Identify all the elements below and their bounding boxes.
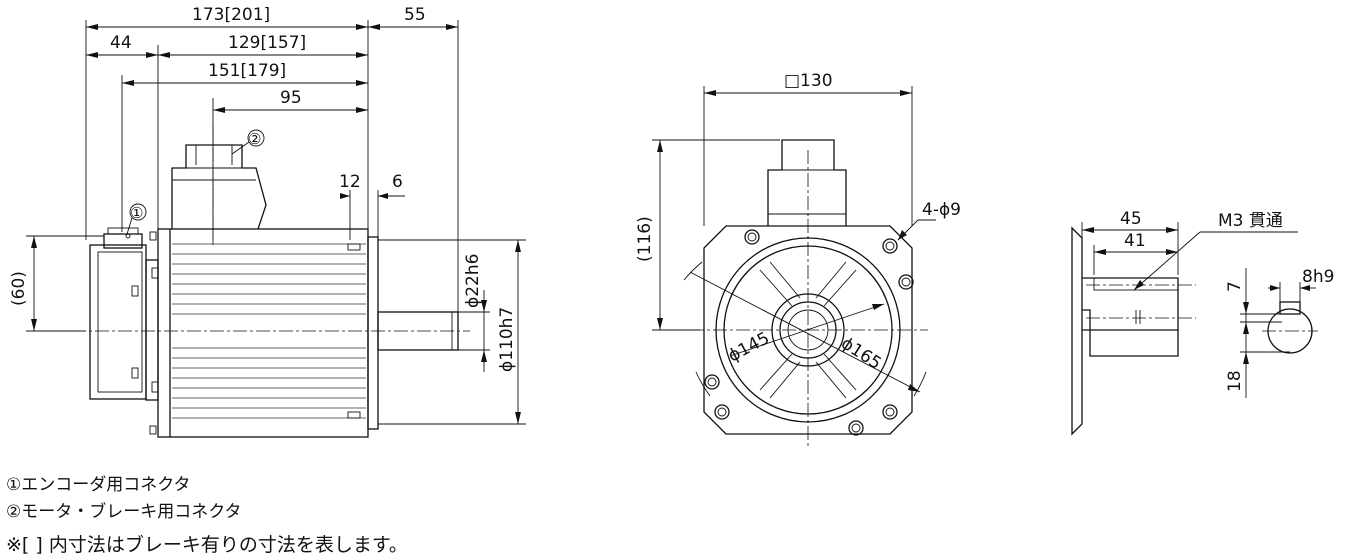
dim-m3-tap: M3 貫通 bbox=[1218, 211, 1283, 231]
dim-total-height: (116) bbox=[635, 216, 655, 262]
dim-overall-length: 173[201] bbox=[192, 5, 270, 25]
dim-pcd-165: ϕ165 bbox=[837, 333, 885, 374]
front-view: □130 (116) 4-ϕ9 ϕ145 ϕ165 bbox=[635, 71, 961, 446]
dim-mounting-holes: 4-ϕ9 bbox=[922, 200, 961, 220]
dim-pcd-145: ϕ145 bbox=[725, 328, 773, 366]
dim-connector-height: (60) bbox=[9, 271, 29, 306]
flange-spokes bbox=[759, 261, 857, 399]
note-encoder-connector: ①エンコーダ用コネクタ bbox=[6, 475, 191, 495]
side-view: 173[201] 55 44 129[157] 151[179] 95 12 6… bbox=[9, 5, 526, 438]
dim-shaft-45: 45 bbox=[1120, 209, 1142, 229]
dim-key-7: 7 bbox=[1225, 281, 1245, 292]
dim-motor-connector-position: 95 bbox=[280, 88, 302, 108]
dim-shaft-41: 41 bbox=[1124, 231, 1146, 251]
dim-key-width: 8h9 bbox=[1302, 267, 1334, 287]
shaft-detail: 45 41 M3 貫通 7 8h9 18 bbox=[1071, 209, 1334, 436]
mounting-holes bbox=[704, 229, 914, 436]
dim-key-18: 18 bbox=[1225, 370, 1245, 392]
dim-shaft-length: 55 bbox=[404, 5, 426, 25]
dim-body-length: 129[157] bbox=[228, 33, 306, 53]
note-brake-dimensions: ※[ ] 内寸法はブレーキ有りの寸法を表します。 bbox=[6, 534, 408, 556]
cooling-fins bbox=[172, 243, 366, 419]
dim-flange-thickness: 12 bbox=[339, 172, 361, 192]
dim-spigot-diameter: ϕ110h7 bbox=[497, 307, 517, 372]
dim-shaft-diameter: ϕ22h6 bbox=[463, 254, 483, 308]
dim-flange-to-rear: 44 bbox=[110, 33, 132, 53]
dim-spigot-depth: 6 bbox=[392, 172, 403, 192]
callout-encoder-connector: ① bbox=[130, 204, 143, 222]
callout-motor-connector: ② bbox=[248, 130, 261, 148]
note-motor-brake-connector: ②モータ・ブレーキ用コネクタ bbox=[6, 502, 242, 522]
dim-flange-square: □130 bbox=[784, 71, 833, 91]
dim-encoder-connector-position: 151[179] bbox=[208, 61, 286, 81]
